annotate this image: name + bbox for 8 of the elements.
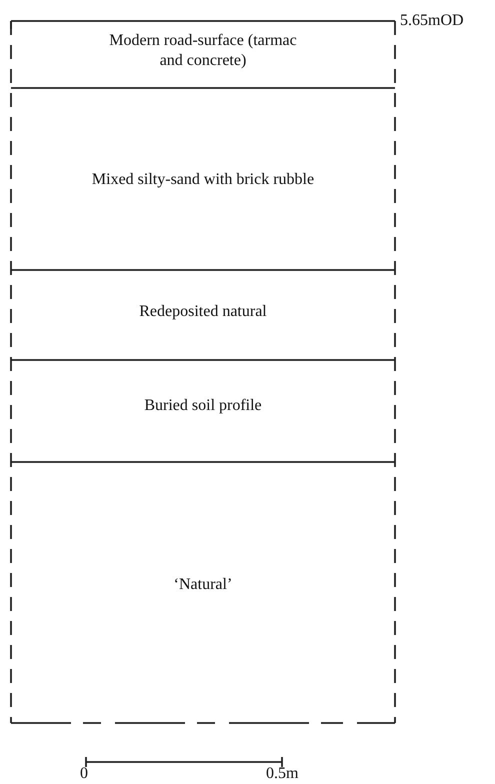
layer-label: Mixed silty-sand with brick rubble xyxy=(92,170,314,190)
layer-label: Buried soil profile xyxy=(144,396,262,416)
scale-label: 0 xyxy=(80,765,88,783)
layer-label: Modern road-surface (tarmac and concrete) xyxy=(108,31,298,71)
level-label: 5.65mOD xyxy=(400,12,464,30)
scale-label: 0.5m xyxy=(266,765,298,783)
layer-label: Redeposited natural xyxy=(139,302,267,322)
layer-label: ‘Natural’ xyxy=(174,575,232,595)
